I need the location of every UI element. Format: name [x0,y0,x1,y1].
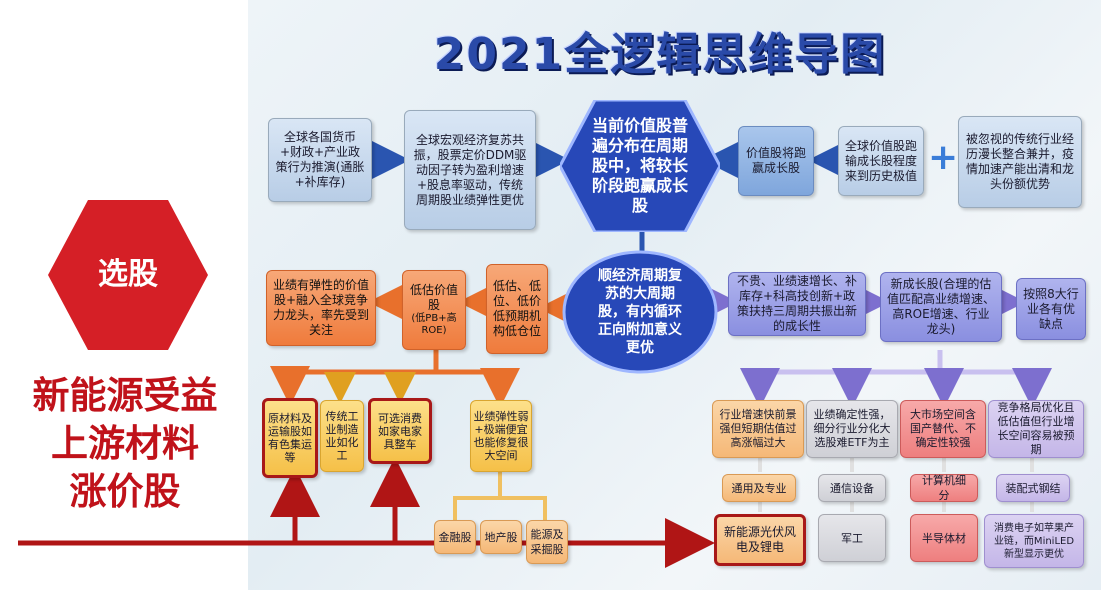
box-elastic-value: 业绩有弹性的价值股+融入全球竞争力龙头，率先受到关注 [266,270,376,346]
center-circle-text: 顺经济周期复苏的大周期股，有内循环正向附加意义更优 [598,268,682,356]
c4-top: 竞争格局优化且低估值但行业增长空间容易被预期 [988,400,1084,458]
box-real-estate: 地产股 [480,520,522,554]
box-global-value: 全球价值股跑输成长股程度来到历史极值 [838,126,924,196]
box-low-value: 低估价值股 (低PB+高ROE) [402,270,466,350]
branch-y4 [436,368,520,408]
box-ignored-industry: 被忽视的传统行业经历漫长整合兼并，疫情加速产能出清和龙头份额优势 [958,116,1082,208]
c3-mid: 计算机细分 [910,474,978,502]
caption-line-1: 新能源受益 [32,374,218,417]
box-value-beats-growth: 价值股将跑赢成长股 [738,126,814,196]
c2-bottom: 军工 [818,514,886,562]
box-weak-elasticity: 业绩弹性弱+极端便宜也能修复很大空间 [470,400,532,472]
box-not-expensive: 不贵、业绩速增长、补库存+科高技创新+政策扶持三周期共振出新的成长性 [728,272,866,336]
c4-mid: 装配式钢结 [996,474,1070,502]
c2-top: 业绩确定性强，细分行业分化大选股难ETF为主 [806,400,898,458]
center-circle [562,250,718,374]
box-energy: 能源及采掘股 [526,520,568,564]
center-hex-text: 当前价值股普遍分布在周期股中，将较长阶段跑赢成长股 [591,116,688,215]
box-traditional-industry: 传统工业制造业如化工 [320,400,364,472]
box-global-policy: 全球各国货币+财政+产业政策行为推演(通胀+补库存) [268,118,372,202]
c1-bottom: 新能源光伏风电及锂电 [714,514,806,566]
c1-mid: 通用及专业 [722,474,796,502]
box-low-position: 低估、低位、低价低预期机构低仓位 [486,264,548,354]
page-title: 2021全逻辑思维导图 [433,29,887,80]
c3-top: 大市场空间含国产替代、不确定性较强 [900,400,986,458]
caption-line-3: 涨价股 [69,470,181,513]
caption-line-2: 上游材料 [51,422,199,465]
branch-b1 [453,472,502,520]
c2-mid: 通信设备 [818,474,886,502]
c3-bottom: 半导体材 [910,514,978,562]
center-hexagon [560,100,720,232]
c4-bottom: 消费电子如苹果产业链，而MiniLED新型显示更优 [984,514,1084,568]
box-optional-consumption: 可选消费如家电家具整车 [368,398,432,464]
branch-y1 [270,350,439,406]
box-eight-industries: 按照8大行业各有优缺点 [1016,278,1086,340]
box-finance: 金融股 [434,520,476,554]
c1-top: 行业增速快前景强但短期估值过高涨幅过大 [712,400,804,458]
box-raw-materials: 原材料及运输股如有色集运等 [262,398,318,478]
box-macro-recovery: 全球宏观经济复苏共振，股票定价DDM驱动因子转为盈利增速+股息率驱动，传统周期股… [404,110,536,230]
low-value-main: 低估价值股 [409,283,458,312]
low-value-sub: (低PB+高ROE) [411,313,457,336]
box-new-growth: 新成长股(合理的估值匹配高业绩增速、高ROE增速、行业龙头) [880,272,1002,342]
hex-label: 选股 [98,257,158,292]
select-stock-hexagon [48,200,208,350]
plus-sign: + [928,137,959,178]
branch-b3 [500,496,547,520]
